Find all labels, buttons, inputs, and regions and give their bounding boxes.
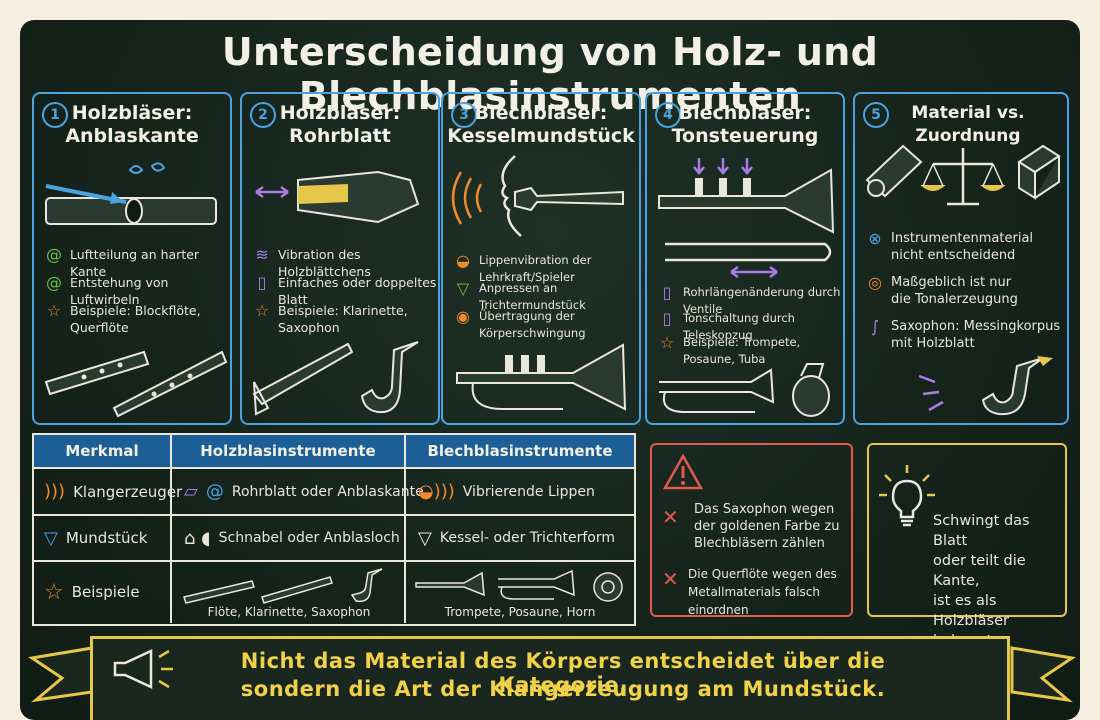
sound-icon: ))) [44,481,66,502]
funnel-icon: ▽ [44,527,58,549]
summary-banner: Nicht das Material des Körpers entscheid… [90,636,1010,720]
table-cell: Trompete, Posaune, Horn [444,605,596,619]
reed-icon: ▯ [257,273,267,292]
bullet: ▯Tonschaltung durch Teleskopzug [657,310,843,344]
star-icon: ☆ [659,333,675,352]
star-icon: ☆ [46,301,62,320]
lips-mouthpiece-illustration [451,155,624,237]
bullet: ▯Einfaches oder doppeltes Blatt [252,274,438,308]
panel-number: 2 [250,102,276,128]
swirl-icon: @ [46,245,62,264]
table-cell: ▱@Rohrblatt oder Anblaskante [184,481,424,502]
comparison-table: Merkmal Holzblasinstrumente Blechblasins… [32,433,636,626]
flute-airflow-illustration [45,162,217,225]
banner-line: sondern die Art der Klangerzeugung am Mu… [240,677,886,701]
banner-line: Nicht das Material des Körpers entscheid… [240,649,886,697]
star-icon: ☆ [254,301,270,320]
bullet: ◉Übertragung der Körperschwingung [453,308,639,342]
flutes-illustration [44,350,228,418]
clarinet-saxophone-illustration [252,341,419,416]
saxophone-illustration [918,356,1053,416]
tip-text: Schwingt das Blatt oder teilt die Kante,… [933,513,1030,649]
target-icon: ◎ [868,273,882,292]
megaphone-icon [113,649,173,689]
table-header: Merkmal [34,435,170,467]
panel-number: 3 [451,102,477,128]
star-icon: ☆ [44,579,64,605]
wood-scale-metal-illustration [865,144,1061,206]
table-row-label: ▽Mundstück [44,527,148,549]
lips-icon: ◒))) [418,481,455,502]
page-title: Unterscheidung von Holz- und Blechblasin… [221,30,879,118]
table-cell: ◒)))Vibrierende Lippen [418,481,595,502]
panel-kesselmundstueck: 3 Blechbläser:Kesselmundstück ◒Lippenvib… [441,92,641,425]
panel-title: Blechbläser:Tonsteuerung [671,102,819,147]
wave-icon: ≋ [255,245,269,264]
panel-title: Blechbläser:Kesselmundstück [447,102,635,147]
warning-item: Die Querflöte wegen des Metallmaterials … [688,567,837,617]
bullet: ◒Lippenvibration der Lehrkraft/Spieler [453,252,639,286]
tip-box: Schwingt das Blatt oder teilt die Kante,… [867,443,1067,649]
funnel-icon: ▽ [418,527,432,549]
panel-material: 5 Material vs. Zuordnung ⊗Instrumentenma… [853,92,1069,425]
brass-examples-illustration [415,569,623,602]
swirl-icon: @ [205,481,224,502]
swirl-icon: @ [46,273,62,292]
cross-icon: ✕ [662,567,679,591]
panel-rohrblatt: 2 Holzbläser:Rohrblatt ≋Vibration des Ho… [240,92,440,425]
bullet: ▽Anpressen an Trichtermundstück [453,280,639,314]
lips-icon: ◒ [456,251,470,270]
link-icon: ⊗ [868,229,882,248]
reed-icon: ▱ [184,481,198,502]
panel-anblaskante: 1 Holzbläser:Anblaskante @Luftteilung an… [32,92,232,425]
sound-icon: ◉ [456,307,470,326]
panel-title: Holzbläser:Rohrblatt [279,102,401,147]
warning-item: Das Saxophon wegen der goldenen Farbe zu… [694,502,840,551]
panel-tonsteuerung: 4 Blechbläser:Tonsteuerung ▯Rohrlängenän… [645,92,845,425]
table-cell: Flöte, Klarinette, Saxophon [207,605,371,619]
valve-icon: ▯ [662,283,672,302]
table-row-label: )))Klangerzeuger [44,481,183,502]
table-header: Holzblasinstrumente [172,435,404,467]
cross-icon: ✕ [662,505,679,529]
table-cell: ▽Kessel- oder Trichterform [418,527,616,549]
warning-icon [662,453,704,490]
table-cell: ⌂ ◖Schnabel oder Anblasloch [184,527,400,549]
warning-box: ✕ Das Saxophon wegen der goldenen Farbe … [650,443,853,617]
bullet: ▯Rohrlängenänderung durch Ventile [657,284,843,318]
reed-mouthpiece-illustration [255,170,420,224]
funnel-icon: ▽ [456,279,470,298]
table-header: Blechblasinstrumente [406,435,634,467]
bullet: ☆Beispiele: Klarinette, Saxophon [252,302,438,336]
lightbulb-icon [879,465,935,527]
panel-title: Holzbläser:Anblaskante [65,102,199,147]
table-row-label: ☆Beispiele [44,579,140,605]
mouthpiece-icon: ⌂ ◖ [184,527,211,549]
bullet: @Luftteilung an harter Kante [46,245,200,279]
bullet: @Entstehung von Luftwirbeln [46,273,169,307]
bullet: ☆Beispiele: Blockflöte, Querflöte [44,302,230,336]
panel-number: 5 [863,102,889,128]
bullet: ≋Vibration des Holzblättchens [252,246,438,280]
trumpet-illustration [456,343,627,411]
valve-icon: ▯ [662,309,672,328]
chalkboard: Unterscheidung von Holz- und Blechblasin… [20,20,1080,720]
panel-number: 1 [42,102,68,128]
panel-title: Material vs. Zuordnung [911,103,1025,146]
woodwind-examples-illustration [183,568,383,604]
saxophone-icon: ∫ [870,317,880,336]
trombone-tuba-illustration [659,363,830,417]
panel-number: 4 [655,102,681,128]
bullet: ☆Beispiele: Trompete, Posaune, Tuba [657,334,843,368]
valves-slide-illustration [658,158,835,279]
